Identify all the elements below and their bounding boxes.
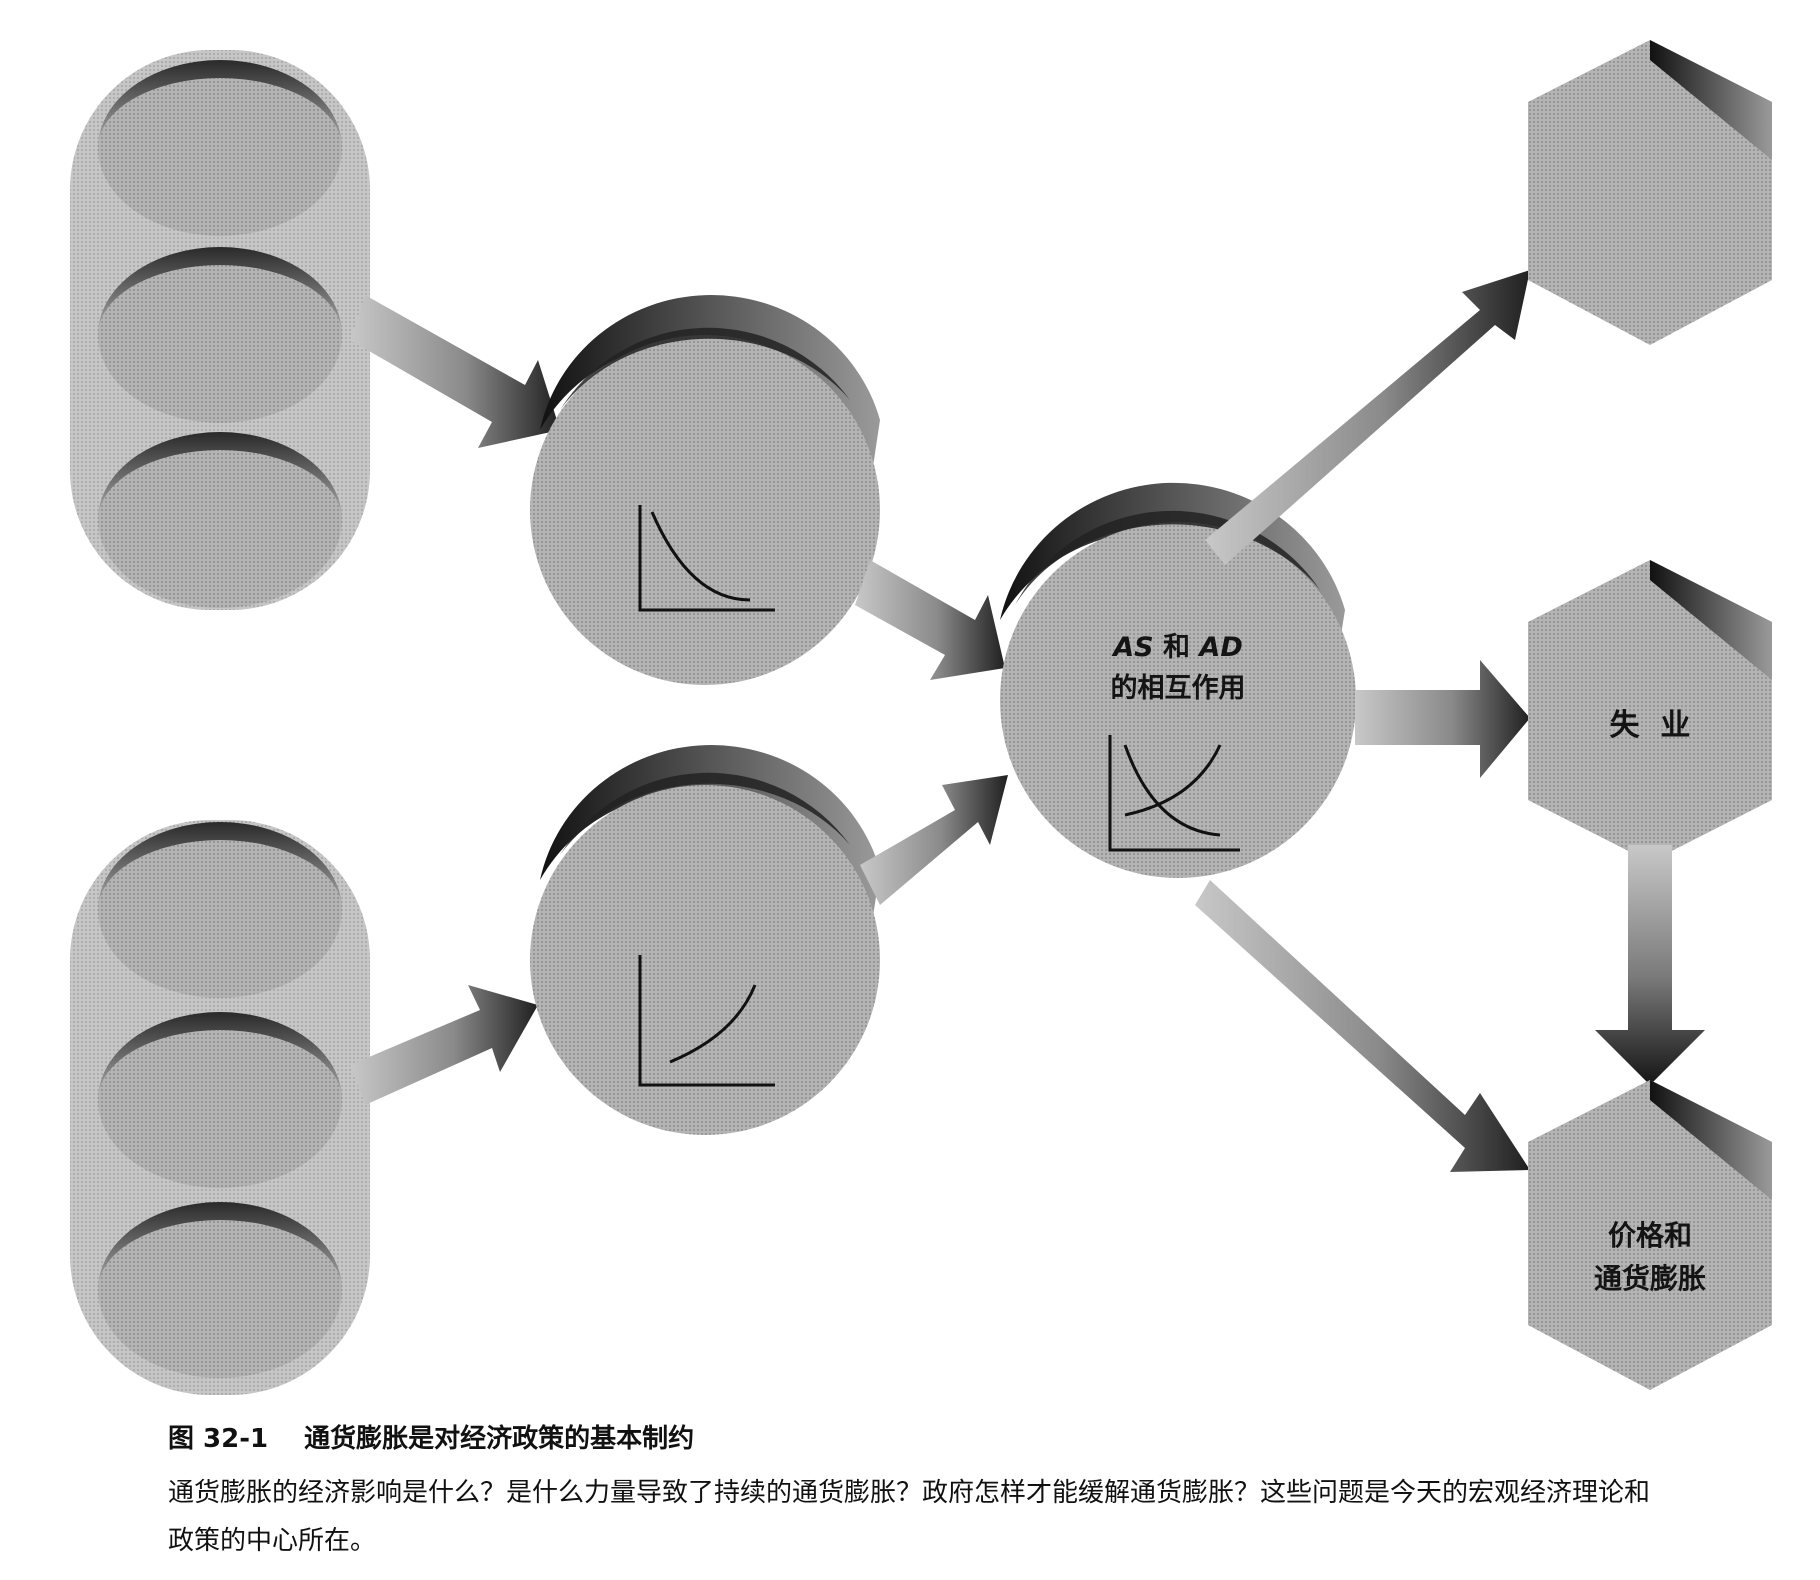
interaction-label-line2: 的相互作用 bbox=[1111, 672, 1246, 704]
input-container-bottom bbox=[70, 820, 370, 1395]
inflation-hexagon: 价格和 通货膨胀 bbox=[1528, 1080, 1772, 1390]
inflation-flow-diagram: AS 和 AD 的相互作用 失 业 价格和 通货膨胀 bbox=[70, 40, 1772, 1395]
interaction-label-line1: AS 和 AD bbox=[1111, 632, 1242, 663]
figure-description: 通货膨胀的经济影响是什么？是什么力量导致了持续的通货膨胀？政府怎样才能缓解通货膨… bbox=[168, 1478, 1651, 1556]
inflation-label-line1: 价格和 bbox=[1608, 1219, 1692, 1252]
as-ad-curve-icon bbox=[1108, 735, 1240, 852]
demand-curve-node bbox=[530, 295, 880, 685]
arrow-interaction-to-unemployment bbox=[1355, 660, 1530, 778]
arrow-interaction-to-top-output bbox=[1205, 270, 1530, 565]
output-hexagon-top bbox=[1528, 40, 1772, 345]
input-slot-bottom-3 bbox=[98, 1202, 342, 1378]
input-slot-bottom-1 bbox=[98, 822, 342, 998]
caption-title-row: 图 32-1 通货膨胀是对经济政策的基本制约 bbox=[168, 1418, 1668, 1455]
demand-curve-icon bbox=[638, 505, 775, 612]
supply-curve-node bbox=[530, 745, 880, 1135]
figure-number: 图 32-1 bbox=[168, 1424, 269, 1454]
arrow-supply-to-interaction bbox=[860, 775, 1008, 905]
arrow-demand-to-interaction bbox=[855, 560, 1005, 680]
supply-curve-icon bbox=[638, 955, 775, 1087]
as-ad-interaction-node: AS 和 AD 的相互作用 bbox=[1000, 482, 1356, 878]
input-slot-bottom-2 bbox=[98, 1012, 342, 1188]
input-container-top bbox=[70, 50, 370, 610]
inflation-label-line2: 通货膨胀 bbox=[1594, 1262, 1706, 1295]
arrow-top-input-to-demand bbox=[350, 295, 560, 448]
figure-title: 通货膨胀是对经济政策的基本制约 bbox=[304, 1424, 695, 1454]
figure-caption: 图 32-1 通货膨胀是对经济政策的基本制约 通货膨胀的经济影响是什么？是什么力量… bbox=[168, 1418, 1668, 1565]
arrow-interaction-to-inflation bbox=[1195, 880, 1530, 1172]
input-slot-top-1 bbox=[98, 60, 342, 236]
input-slot-top-2 bbox=[98, 247, 342, 423]
arrow-unemployment-to-inflation bbox=[1595, 845, 1705, 1085]
input-slot-top-3 bbox=[98, 432, 342, 608]
unemployment-hexagon: 失 业 bbox=[1528, 560, 1772, 862]
unemployment-label: 失 业 bbox=[1610, 708, 1691, 743]
arrow-bottom-input-to-supply bbox=[350, 985, 538, 1105]
